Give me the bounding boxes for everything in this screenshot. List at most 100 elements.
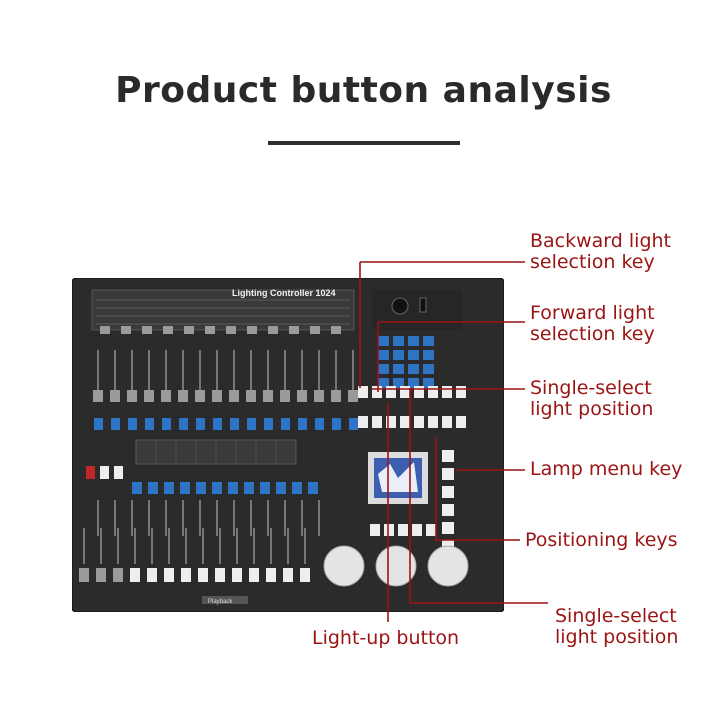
fader-cap xyxy=(164,568,174,582)
lamp-menu-key xyxy=(442,486,454,498)
fader-slot xyxy=(352,350,354,390)
blue-key xyxy=(212,482,222,494)
blue-key xyxy=(408,336,419,346)
fader-slot xyxy=(301,350,303,390)
blue-key xyxy=(423,364,434,374)
page-title: Product button analysis xyxy=(115,70,612,111)
fader-cap xyxy=(161,390,171,402)
blue-key xyxy=(292,482,302,494)
fader-slot xyxy=(318,500,320,536)
blue-key xyxy=(308,482,318,494)
blue-key xyxy=(408,364,419,374)
blue-key xyxy=(298,418,307,430)
callout-single-select-top: Single-select light position xyxy=(530,378,653,420)
callout-line: light position xyxy=(555,626,679,648)
lamp-menu-key xyxy=(442,504,454,516)
fader-slot xyxy=(97,500,99,536)
fader-slot xyxy=(182,500,184,536)
fader-slot xyxy=(165,500,167,536)
fader-slot xyxy=(250,500,252,536)
single-select-key xyxy=(372,416,382,428)
fader-cap xyxy=(181,568,191,582)
callout-line: selection key xyxy=(530,251,655,273)
blue-key xyxy=(180,482,190,494)
selector-button xyxy=(226,326,236,334)
positioning-key xyxy=(426,524,436,536)
fader-slot xyxy=(114,350,116,390)
fader-cap xyxy=(215,568,225,582)
fader-slot xyxy=(131,350,133,390)
fader-slot xyxy=(267,350,269,390)
fader-cap xyxy=(212,390,222,402)
callout-line: Forward light xyxy=(530,302,655,324)
blue-key xyxy=(408,378,419,388)
fader-slot xyxy=(233,350,235,390)
fader-cap xyxy=(147,568,157,582)
fader-cap xyxy=(96,568,106,582)
fader-cap xyxy=(113,568,123,582)
blue-key xyxy=(264,418,273,430)
blue-key xyxy=(260,482,270,494)
fader-slot xyxy=(233,500,235,536)
blue-key xyxy=(393,364,404,374)
callout-line: Light-up button xyxy=(312,627,460,649)
blue-key xyxy=(276,482,286,494)
blue-key xyxy=(228,482,238,494)
fader-cap xyxy=(283,568,293,582)
blue-key xyxy=(423,350,434,360)
fader-cap xyxy=(110,390,120,402)
backward-leader xyxy=(359,261,525,388)
fader-slot xyxy=(267,500,269,536)
blue-key xyxy=(408,350,419,360)
selector-button xyxy=(100,326,110,334)
fader-cap xyxy=(280,390,290,402)
fader-cap xyxy=(314,390,324,402)
single-select-key xyxy=(414,416,424,428)
fader-cap xyxy=(195,390,205,402)
selector-button xyxy=(310,326,320,334)
blue-key xyxy=(164,482,174,494)
fader-slot xyxy=(100,528,102,564)
callout-forward-light: Forward light selection key xyxy=(530,303,655,345)
blue-key xyxy=(349,418,358,430)
fader-cap xyxy=(93,390,103,402)
fader-slot xyxy=(250,350,252,390)
fader-slot xyxy=(117,528,119,564)
blue-key xyxy=(378,364,389,374)
single-select-key xyxy=(442,416,452,428)
fader-slot xyxy=(270,528,272,564)
blue-key xyxy=(230,418,239,430)
lamp-menu-key xyxy=(442,450,454,462)
blue-key xyxy=(423,378,434,388)
blue-key xyxy=(378,350,389,360)
fader-slot xyxy=(168,528,170,564)
fader-cap xyxy=(127,390,137,402)
fader-slot xyxy=(165,350,167,390)
fader-cap xyxy=(232,568,242,582)
blue-key xyxy=(315,418,324,430)
blue-key xyxy=(393,350,404,360)
callout-line: Lamp menu key xyxy=(530,458,683,480)
fader-slot xyxy=(114,500,116,536)
selector-button xyxy=(289,326,299,334)
callout-line: Single-select xyxy=(530,377,652,399)
fader-slot xyxy=(202,528,204,564)
selector-button xyxy=(121,326,131,334)
forward-leader xyxy=(377,321,525,392)
fader-slot xyxy=(185,528,187,564)
single-select-key xyxy=(456,416,466,428)
selector-button xyxy=(184,326,194,334)
fader-slot xyxy=(284,350,286,390)
fader-slot xyxy=(97,350,99,390)
fader-slot xyxy=(236,528,238,564)
positioning-key xyxy=(384,524,394,536)
single-select-key xyxy=(358,416,368,428)
single-select-key xyxy=(456,386,466,398)
fader-cap xyxy=(130,568,140,582)
trackball-wheel xyxy=(323,545,365,587)
blue-key xyxy=(332,418,341,430)
single-select-key xyxy=(358,386,368,398)
blue-key xyxy=(247,418,256,430)
selector-button xyxy=(163,326,173,334)
